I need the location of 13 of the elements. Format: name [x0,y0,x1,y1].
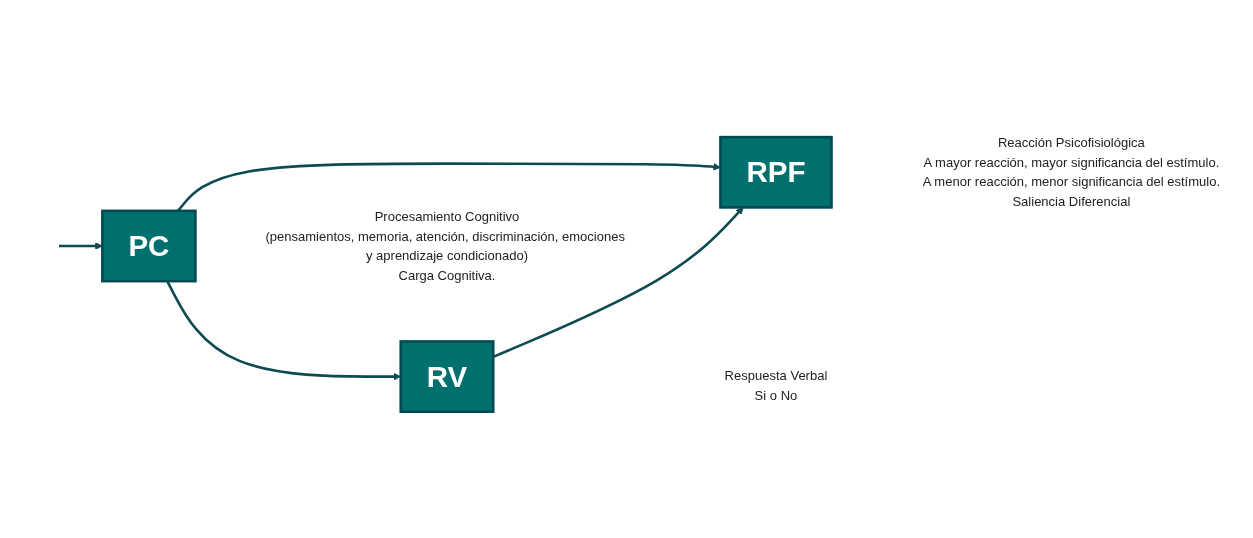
node-label: Reacción Psicofisiológica [997,134,1145,150]
node-label: Procesamiento Cognitivo [374,208,520,224]
node-label: Respuesta Verbal [724,367,828,383]
node-label: A mayor reacción, mayor significancia del estímulo. [923,154,1220,170]
node-label: Carga Cognitiva. [398,267,496,283]
node-label: (pensamientos, memoria, atención, discriminación, emociones y aprendizaje condicionado) [265,228,625,263]
node-box: RV [399,340,495,413]
node-box: RPF [719,135,833,209]
arrow [59,242,103,250]
node-label: Saliencia Diferencial [1012,193,1131,209]
node-label: Si o No [754,386,798,402]
node-label: A menor reacción, menor significancia del estímulo. [922,174,1221,189]
node-box: PC [101,209,197,283]
